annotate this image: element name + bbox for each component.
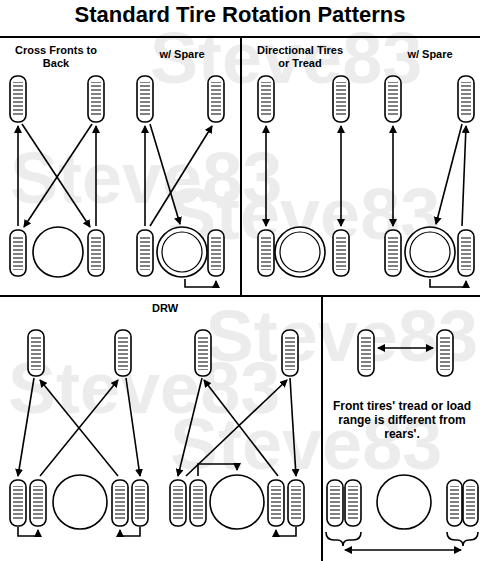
tire-tread (13, 486, 23, 520)
tire (88, 76, 104, 122)
tire (385, 230, 401, 276)
spare-tire (210, 475, 264, 529)
tire-tread (388, 82, 398, 116)
panel-heading: DRW (135, 302, 195, 315)
tire-tread (33, 486, 43, 520)
tire (137, 230, 153, 276)
tire-tread (461, 82, 471, 116)
tire-tread (13, 82, 23, 116)
tire-tread (91, 82, 101, 116)
tire (358, 330, 374, 376)
tire (28, 330, 44, 376)
tire (447, 480, 462, 526)
tire (385, 76, 401, 122)
tire (333, 76, 349, 122)
tire (288, 480, 304, 526)
tire (10, 480, 26, 526)
tire (333, 230, 349, 276)
tire (30, 480, 46, 526)
tire-tread (135, 486, 145, 520)
tire-tread (450, 486, 459, 520)
tire (195, 330, 211, 376)
tire (345, 480, 361, 526)
tire-tread (13, 236, 23, 270)
tire (132, 480, 148, 526)
spare-tire (275, 227, 325, 277)
tire-tread (348, 486, 358, 520)
tire-tread (461, 236, 471, 270)
tire (258, 230, 274, 276)
spare-rim (280, 232, 320, 272)
tire (327, 480, 343, 526)
tire-tread (388, 236, 398, 270)
spare-tire (33, 227, 83, 277)
tire (458, 76, 474, 122)
tire-tread (440, 336, 450, 370)
tire-tread (31, 336, 41, 370)
tire (115, 330, 131, 376)
tire-tread (211, 82, 221, 116)
spare-tire (405, 227, 455, 277)
tire-tread (193, 486, 203, 520)
tire-tread (140, 236, 150, 270)
tire-tread (271, 486, 281, 520)
tire (10, 76, 26, 122)
spare-rim (162, 232, 202, 272)
tire (10, 230, 26, 276)
note-text: Front tires' tread or load range is diff… (327, 400, 477, 441)
tire-tread (91, 236, 101, 270)
panel-heading: w/ Spare (142, 48, 222, 61)
spare-tire (377, 475, 431, 529)
tire-tread (336, 236, 346, 270)
tire (208, 230, 224, 276)
tire-tread (336, 82, 346, 116)
tire-tread (173, 486, 183, 520)
diagram-title: Standard Tire Rotation Patterns (75, 2, 406, 28)
tire-tread (330, 486, 340, 520)
tire-tread (115, 486, 125, 520)
panel-heading: w/ Spare (390, 48, 470, 61)
spare-tire (157, 227, 207, 277)
tire-tread (140, 82, 150, 116)
tire (268, 480, 284, 526)
tire (112, 480, 128, 526)
tire (190, 480, 206, 526)
tire (458, 230, 474, 276)
tire (437, 330, 453, 376)
tire-tread (361, 336, 371, 370)
tire (88, 230, 104, 276)
tire-tread (118, 336, 128, 370)
tire-tread (198, 336, 208, 370)
tire-tread (285, 336, 295, 370)
panel-heading: Cross Fronts to Back (8, 44, 104, 69)
tire (258, 76, 274, 122)
tire (282, 330, 298, 376)
tire (208, 76, 224, 122)
tire (463, 480, 478, 526)
tire-tread (466, 486, 475, 520)
tire-tread (211, 236, 221, 270)
spare-tire (53, 475, 107, 529)
panel-heading: Directional Tires or Tread (250, 44, 350, 69)
tire-tread (291, 486, 301, 520)
tire (137, 76, 153, 122)
tire (170, 480, 186, 526)
spare-rim (410, 232, 450, 272)
tire-tread (261, 82, 271, 116)
tire-tread (261, 236, 271, 270)
